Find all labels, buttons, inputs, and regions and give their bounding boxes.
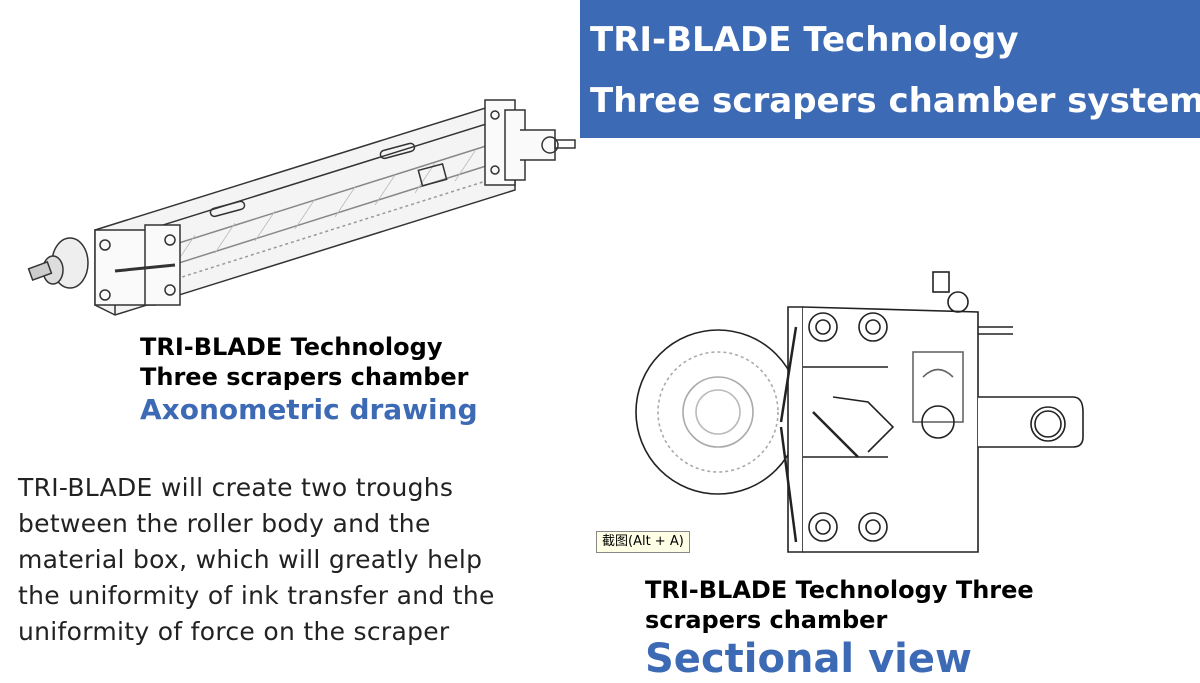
axonometric-title-line2: Three scrapers chamber bbox=[140, 363, 469, 391]
axonometric-caption: TRI-BLADE Technology Three scrapers cham… bbox=[140, 332, 478, 428]
screenshot-tooltip: 截图(Alt + A) bbox=[596, 531, 690, 553]
sectional-view-drawing bbox=[635, 271, 1084, 553]
description-text: TRI-BLADE will create two troughs betwee… bbox=[18, 473, 495, 646]
sectional-subtitle: Sectional view bbox=[645, 636, 972, 682]
axonometric-drawing bbox=[27, 99, 576, 316]
axonometric-subtitle: Axonometric drawing bbox=[140, 393, 478, 426]
title-banner: TRI-BLADE Technology Three scrapers cham… bbox=[580, 0, 1200, 138]
sectional-caption: TRI-BLADE Technology Three scrapers cham… bbox=[645, 575, 1065, 683]
axonometric-title-line1: TRI-BLADE Technology bbox=[140, 333, 443, 361]
sectional-title: TRI-BLADE Technology Three scrapers cham… bbox=[645, 576, 1034, 634]
banner-subtitle: Three scrapers chamber system bbox=[590, 81, 1200, 121]
banner-title: TRI-BLADE Technology bbox=[590, 20, 1019, 60]
